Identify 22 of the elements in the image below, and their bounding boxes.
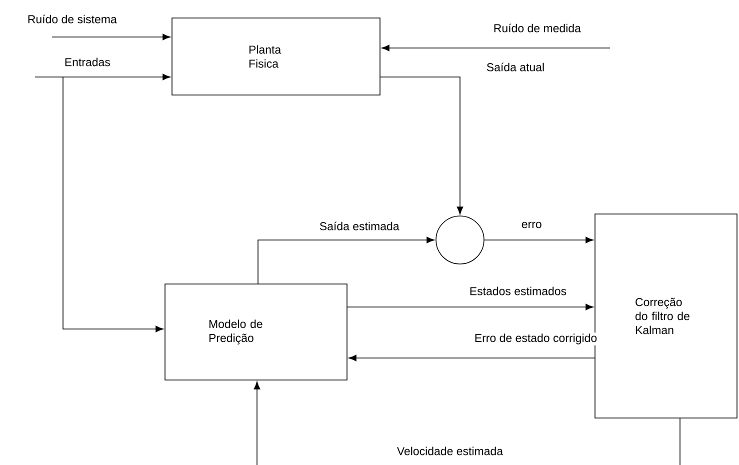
- edge-label: Saída atual: [485, 62, 546, 72]
- edge-label: Ruído de sistema: [26, 14, 118, 24]
- edge-label: Entradas: [63, 56, 112, 68]
- signal-label: Velocidade estimada: [396, 446, 504, 456]
- process-box: Planta Fisica: [172, 18, 380, 96]
- arrow: [484, 236, 594, 244]
- edge-label: Saída estimada: [318, 220, 400, 232]
- edge-label: Erro de estado corrigido: [473, 332, 598, 346]
- arrow: [258, 236, 434, 284]
- process-box: Modelo de Predição: [164, 284, 348, 380]
- edge-label: Ruído de medida: [492, 22, 582, 34]
- arrow: [52, 34, 170, 40]
- sum-circle: [436, 216, 484, 264]
- arrow: [34, 74, 170, 80]
- arrow: [380, 76, 464, 214]
- arrow: [382, 44, 610, 52]
- edge-label: Estados estimados: [468, 286, 568, 296]
- arrow: [348, 354, 595, 362]
- arrow: [62, 76, 164, 332]
- arrow: [347, 304, 594, 310]
- edge-label: erro: [520, 220, 543, 230]
- arrow: [254, 382, 260, 465]
